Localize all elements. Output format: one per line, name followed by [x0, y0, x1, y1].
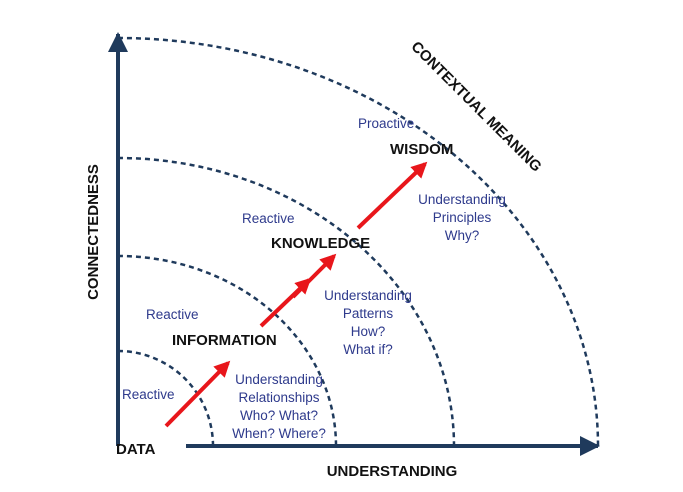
arrow-knowledge-to-wisdom — [291, 253, 337, 299]
wisdom-line-1: Understanding — [418, 192, 506, 207]
knowledge-line-2: Patterns — [343, 306, 394, 321]
arc-information — [117, 254, 338, 447]
arrow-data-to-information — [164, 360, 231, 428]
data-mode-label: Reactive — [122, 387, 175, 402]
arrow-knowledge-to-wisdom-upper — [356, 161, 428, 230]
y-axis-title: CONNECTEDNESS — [85, 164, 102, 300]
arc-knowledge — [117, 156, 456, 447]
information-line-1: Understanding — [235, 372, 323, 387]
knowledge-line-4: What if? — [343, 342, 393, 357]
wisdom-line-3: Why? — [445, 228, 480, 243]
information-level-label: INFORMATION — [172, 332, 277, 349]
knowledge-mode-label: Reactive — [242, 211, 295, 226]
knowledge-line-3: How? — [351, 324, 386, 339]
information-line-4: When? Where? — [232, 426, 326, 441]
wisdom-line-2: Principles — [433, 210, 492, 225]
wisdom-mode-label: Proactive — [358, 116, 414, 131]
data-level-label: DATA — [116, 441, 156, 458]
x-axis-title: UNDERSTANDING — [327, 463, 458, 480]
information-line-3: Who? What? — [240, 408, 318, 423]
information-line-2: Relationships — [238, 390, 319, 405]
wisdom-level-label: WISDOM — [390, 141, 453, 158]
knowledge-line-1: Understanding — [324, 288, 412, 303]
information-mode-label: Reactive — [146, 307, 199, 322]
arc-data — [117, 349, 215, 447]
knowledge-level-label: KNOWLEDGE — [271, 235, 370, 252]
